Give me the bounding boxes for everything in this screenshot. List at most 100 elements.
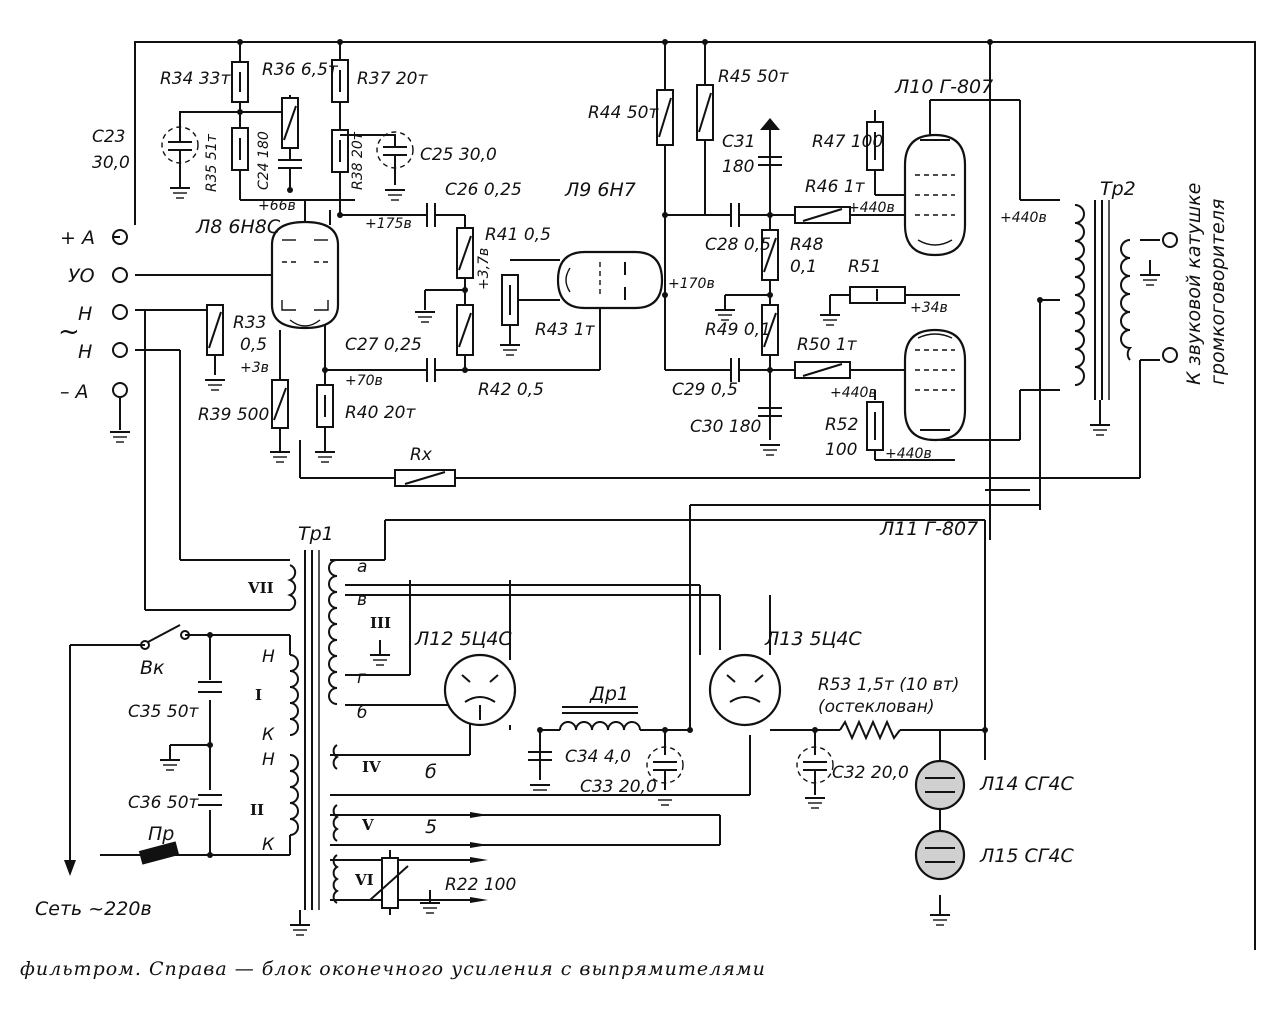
label-c31-value: 180 — [722, 157, 754, 177]
label-c27: C27 0,25 — [345, 335, 422, 355]
tube-l14 — [914, 759, 966, 811]
label-tr1: Tp1 — [298, 523, 334, 545]
label-r47: R47 100 — [812, 132, 883, 152]
label-c28: C28 0,5 — [705, 235, 771, 255]
label-v440-b: +440в — [1000, 210, 1047, 226]
label-v440-d: +440в — [885, 446, 932, 462]
label-c32: C32 20,0 — [832, 763, 909, 783]
label-mains: Сеть ~220в — [35, 898, 152, 920]
arrow-right-icon — [470, 812, 488, 818]
transformers — [287, 200, 1178, 910]
ground-icon — [290, 910, 310, 936]
label-l13: Л13 5Ц4С — [764, 628, 862, 650]
ground-icon — [500, 325, 520, 356]
label-tap-five: 5 — [425, 816, 437, 838]
figure-caption: фильтром. Справа — блок оконечного усиле… — [20, 958, 766, 980]
label-r52: R52 — [825, 415, 858, 435]
label-winding-iv: IV — [362, 758, 381, 776]
label-tap-b: б — [357, 703, 367, 723]
label-c33: C33 20,0 — [580, 777, 657, 797]
label-winding-ii: II — [250, 801, 264, 819]
tube-l11 — [903, 328, 967, 442]
terminal-h2[interactable] — [112, 342, 128, 358]
label-v34: +34в — [910, 300, 948, 316]
ground-icon — [370, 640, 390, 666]
speaker-terminal-top[interactable] — [1162, 232, 1178, 248]
label-dr1: Др1 — [589, 683, 629, 705]
label-r33: R33 — [233, 313, 266, 333]
label-c36: C36 50т — [128, 793, 200, 813]
tube-l13 — [708, 653, 782, 727]
ground-icon — [270, 428, 290, 463]
power-switch[interactable] — [140, 624, 190, 650]
label-speaker-line2: громкоговорителя — [1207, 199, 1229, 385]
ground-icon — [385, 189, 405, 201]
label-r39: R39 500 — [198, 405, 269, 425]
misc-components — [64, 624, 721, 903]
terminal-h1[interactable] — [112, 304, 128, 320]
label-v66: +66в — [258, 198, 296, 214]
label-winding-vi: VI — [354, 871, 374, 889]
tube-l9 — [556, 250, 664, 310]
label-l14: Л14 СГ4С — [979, 773, 1074, 795]
terminal-uo[interactable] — [112, 267, 128, 283]
label-tap-v: в — [357, 590, 367, 610]
speaker-terminal-bottom[interactable] — [1162, 347, 1178, 363]
arrow-right-icon — [470, 897, 488, 903]
label-r46: R46 1т — [805, 177, 866, 197]
resistors — [206, 59, 906, 915]
label-l11: Л11 Г-807 — [879, 518, 978, 540]
label-r44: R44 50т — [588, 103, 659, 123]
terminal-minus-a[interactable] — [112, 382, 128, 398]
label-c24: C24 180 — [256, 131, 272, 190]
label-fuse: Пр — [148, 823, 174, 845]
amplifier-schematic: + A УО Н Н ~ – А — [35, 39, 1256, 950]
terminal-h2-label: Н — [78, 341, 92, 363]
label-r48-value: 0,1 — [790, 257, 817, 277]
label-v440-c: +440в — [830, 385, 877, 401]
transformer-tr2 — [1074, 200, 1178, 400]
terminal-h1-label: Н — [78, 303, 92, 325]
junction-dots — [207, 39, 1043, 858]
label-v175: +175в — [365, 216, 412, 232]
label-r51: R51 — [848, 257, 881, 277]
labels: Л8 6Н8С Л9 6Н7 Л10 Г-807 Л11 Г-807 Л12 5… — [35, 60, 1229, 920]
label-v3: +3в — [240, 360, 269, 376]
label-r43: R43 1т — [535, 320, 596, 340]
terminal-plus-a-label: + A — [60, 227, 95, 249]
ground-icon — [930, 895, 950, 926]
transformer-tr1 — [287, 550, 345, 910]
choke-dr1 — [559, 706, 641, 731]
label-r38: R38 20т — [350, 131, 366, 190]
label-winding-iii: III — [370, 614, 391, 632]
label-tap-k1: К — [262, 725, 275, 745]
resistor-r53 — [839, 719, 901, 741]
label-r22: R22 100 — [445, 875, 516, 895]
label-speaker-line1: К звуковой катушке — [1183, 183, 1205, 385]
ground-icon — [805, 797, 825, 809]
label-v440-a: +440в — [848, 200, 895, 216]
ground-icon — [760, 118, 780, 157]
label-rx: Rx — [410, 445, 433, 465]
label-l8: Л8 6Н8С — [195, 216, 281, 238]
label-tap-k2: К — [262, 835, 275, 855]
label-tap-a: а — [357, 557, 367, 577]
ground-icon — [420, 890, 440, 914]
label-tap-g: г — [357, 668, 366, 688]
label-r42: R42 0,5 — [478, 380, 544, 400]
capacitors — [161, 111, 834, 806]
ground-icon — [760, 444, 780, 456]
tube-l8 — [270, 220, 340, 330]
ground-icon — [655, 794, 675, 806]
label-v70: +70в — [345, 373, 383, 389]
label-r35: R35 51т — [204, 133, 220, 192]
label-r45: R45 50т — [718, 67, 789, 87]
input-terminals: + A УО Н Н ~ – А — [58, 227, 128, 430]
arrow-down-icon — [64, 860, 76, 876]
label-r37: R37 20т — [357, 69, 428, 89]
arrow-right-icon — [470, 842, 488, 848]
label-c29: C29 0,5 — [672, 380, 738, 400]
label-c34: C34 4,0 — [565, 747, 631, 767]
wiring — [69, 41, 1256, 950]
fuse — [138, 841, 180, 865]
